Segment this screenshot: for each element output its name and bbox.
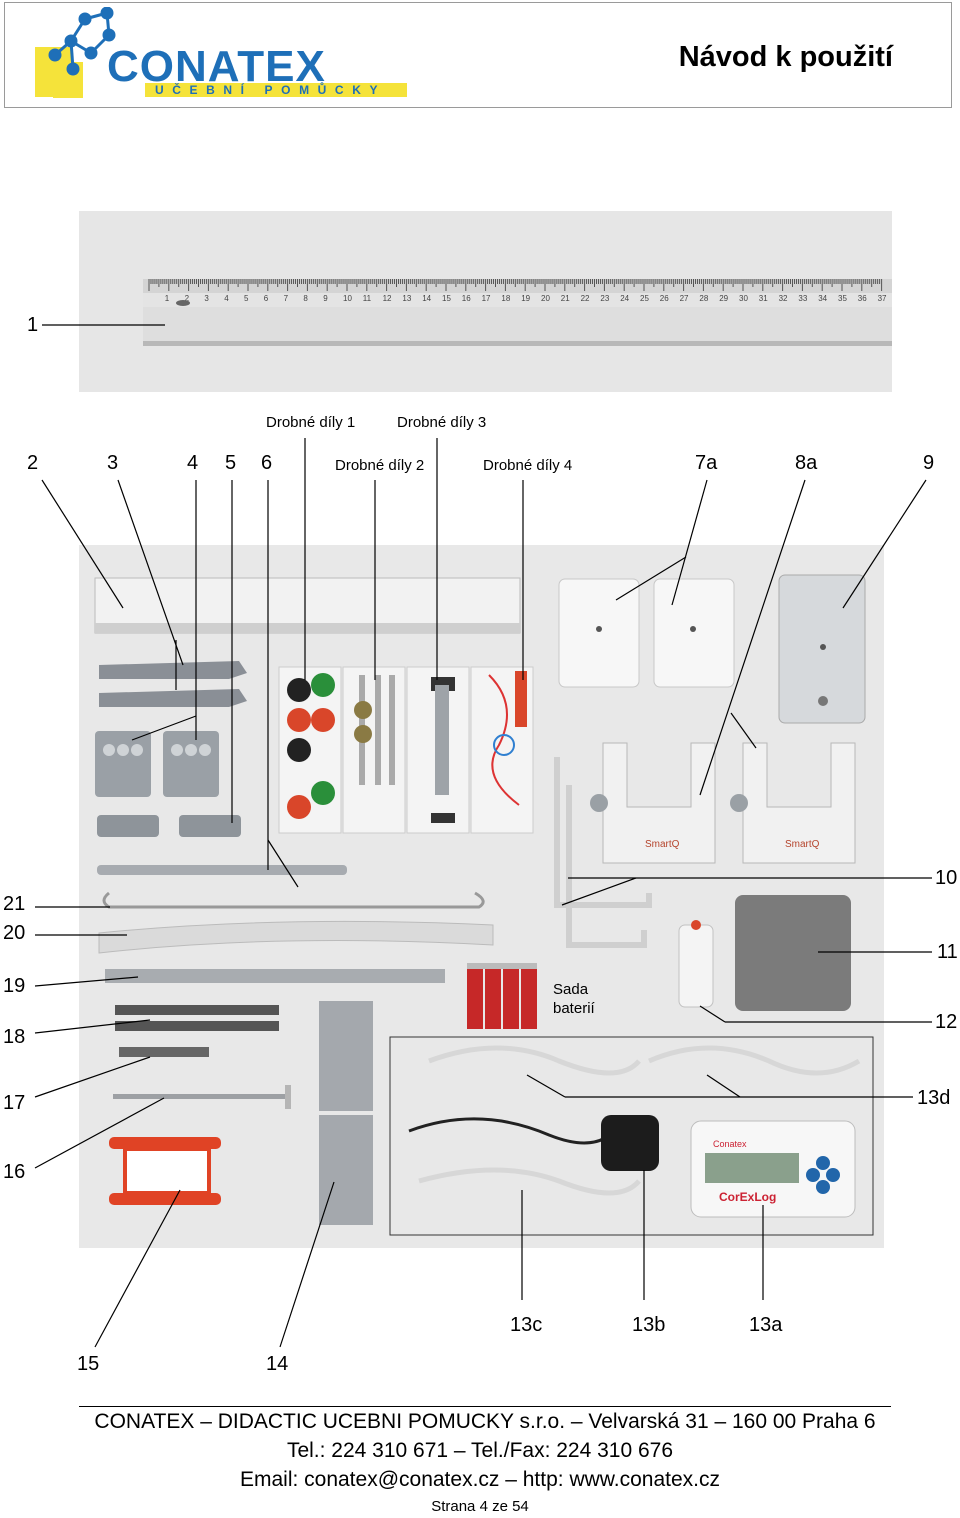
label-2: 2 bbox=[27, 452, 39, 474]
svg-text:SmartQ: SmartQ bbox=[785, 839, 820, 850]
ruler-number: 36 bbox=[858, 294, 867, 303]
ruler-number: 32 bbox=[779, 294, 788, 303]
label-6: 6 bbox=[261, 452, 273, 474]
label-12: 12 bbox=[935, 1011, 958, 1033]
footer-phone: Tel.: 224 310 671 – Tel./Fax: 224 310 67… bbox=[286, 1439, 674, 1462]
ruler-number: 1 bbox=[165, 294, 170, 303]
ruler-number: 10 bbox=[343, 294, 352, 303]
label-sada: Sada bbox=[553, 981, 589, 998]
ruler-number: 23 bbox=[600, 294, 609, 303]
ruler-number: 13 bbox=[402, 294, 411, 303]
label-13c: 13c bbox=[510, 1314, 543, 1336]
ruler-number: 6 bbox=[264, 294, 269, 303]
label-13d: 13d bbox=[917, 1087, 951, 1109]
page-number: Strana 4 ze 54 bbox=[431, 1498, 529, 1515]
label-10: 10 bbox=[935, 867, 958, 889]
brand-subtitle: UČEBNÍ POMŮCKY bbox=[155, 83, 387, 97]
label-4: 4 bbox=[187, 452, 199, 474]
label-7a: 7a bbox=[695, 452, 718, 474]
label-18: 18 bbox=[3, 1026, 26, 1048]
ruler-number: 12 bbox=[383, 294, 392, 303]
ruler-number: 37 bbox=[878, 294, 887, 303]
ruler-number: 9 bbox=[323, 294, 328, 303]
ruler-number: 29 bbox=[719, 294, 728, 303]
ruler-number: 18 bbox=[501, 294, 510, 303]
ruler-number: 28 bbox=[699, 294, 708, 303]
ruler-number: 31 bbox=[759, 294, 768, 303]
ruler-number: 2 bbox=[185, 294, 190, 303]
ruler-number: 21 bbox=[561, 294, 570, 303]
label-baterii: baterií bbox=[553, 1000, 595, 1017]
label-drobne-dily-2: Drobné díly 2 bbox=[335, 457, 425, 474]
ruler-number: 16 bbox=[462, 294, 471, 303]
ruler-number: 7 bbox=[284, 294, 289, 303]
ruler-number: 35 bbox=[838, 294, 847, 303]
ruler-number: 15 bbox=[442, 294, 451, 303]
ruler-number: 3 bbox=[204, 294, 209, 303]
label-drobne-dily-1: Drobné díly 1 bbox=[266, 414, 356, 431]
label-5: 5 bbox=[225, 452, 237, 474]
label-20: 20 bbox=[3, 922, 26, 944]
footer-divider bbox=[79, 1406, 891, 1407]
label-14: 14 bbox=[266, 1353, 289, 1375]
label-drobne-dily-3: Drobné díly 3 bbox=[397, 414, 487, 431]
ruler-number: 5 bbox=[244, 294, 249, 303]
ruler-number: 33 bbox=[798, 294, 807, 303]
label-19: 19 bbox=[3, 975, 26, 997]
label-11: 11 bbox=[937, 941, 958, 963]
label-8a: 8a bbox=[795, 452, 818, 474]
ruler-number: 17 bbox=[482, 294, 491, 303]
components-photo: SmartQ SmartQ Conatex CorExLog bbox=[79, 545, 884, 1248]
footer-company-address: CONATEX – DIDACTIC UCEBNI POMUCKY s.r.o.… bbox=[94, 1410, 876, 1433]
footer-contact: Email: conatex@conatex.cz – http: www.co… bbox=[239, 1468, 721, 1491]
svg-text:CONATEX: CONATEX bbox=[107, 42, 326, 91]
ruler-number: 20 bbox=[541, 294, 550, 303]
label-16: 16 bbox=[3, 1161, 26, 1183]
ruler-number: 27 bbox=[680, 294, 689, 303]
page-header: CONATEX UČEBNÍ POMŮCKY Návod k použití bbox=[4, 2, 952, 108]
label-15: 15 bbox=[77, 1353, 100, 1375]
ruler-number: 19 bbox=[521, 294, 530, 303]
ruler-number: 34 bbox=[818, 294, 827, 303]
label-9: 9 bbox=[923, 452, 935, 474]
label-13b: 13b bbox=[632, 1314, 666, 1336]
svg-text:SmartQ: SmartQ bbox=[645, 839, 680, 850]
ruler-number: 22 bbox=[581, 294, 590, 303]
aluminium-rail bbox=[94, 577, 521, 634]
label-13a: 13a bbox=[749, 1314, 783, 1336]
ruler-number: 8 bbox=[303, 294, 308, 303]
label-3: 3 bbox=[107, 452, 119, 474]
svg-text:CorExLog: CorExLog bbox=[719, 1190, 776, 1204]
ruler-number: 30 bbox=[739, 294, 748, 303]
ruler-number: 4 bbox=[224, 294, 229, 303]
label-1: 1 bbox=[27, 314, 39, 336]
label-17: 17 bbox=[3, 1092, 26, 1114]
label-drobne-dily-4: Drobné díly 4 bbox=[483, 457, 573, 474]
ruler-number: 26 bbox=[660, 294, 669, 303]
label-21: 21 bbox=[3, 893, 26, 915]
document-title: Návod k použití bbox=[678, 41, 893, 73]
ruler-number: 25 bbox=[640, 294, 649, 303]
ruler-number: 24 bbox=[620, 294, 629, 303]
conatex-logo: CONATEX bbox=[35, 7, 407, 98]
ruler-number: 11 bbox=[363, 294, 372, 303]
svg-text:Conatex: Conatex bbox=[713, 1139, 747, 1149]
ruler-number: 14 bbox=[422, 294, 431, 303]
